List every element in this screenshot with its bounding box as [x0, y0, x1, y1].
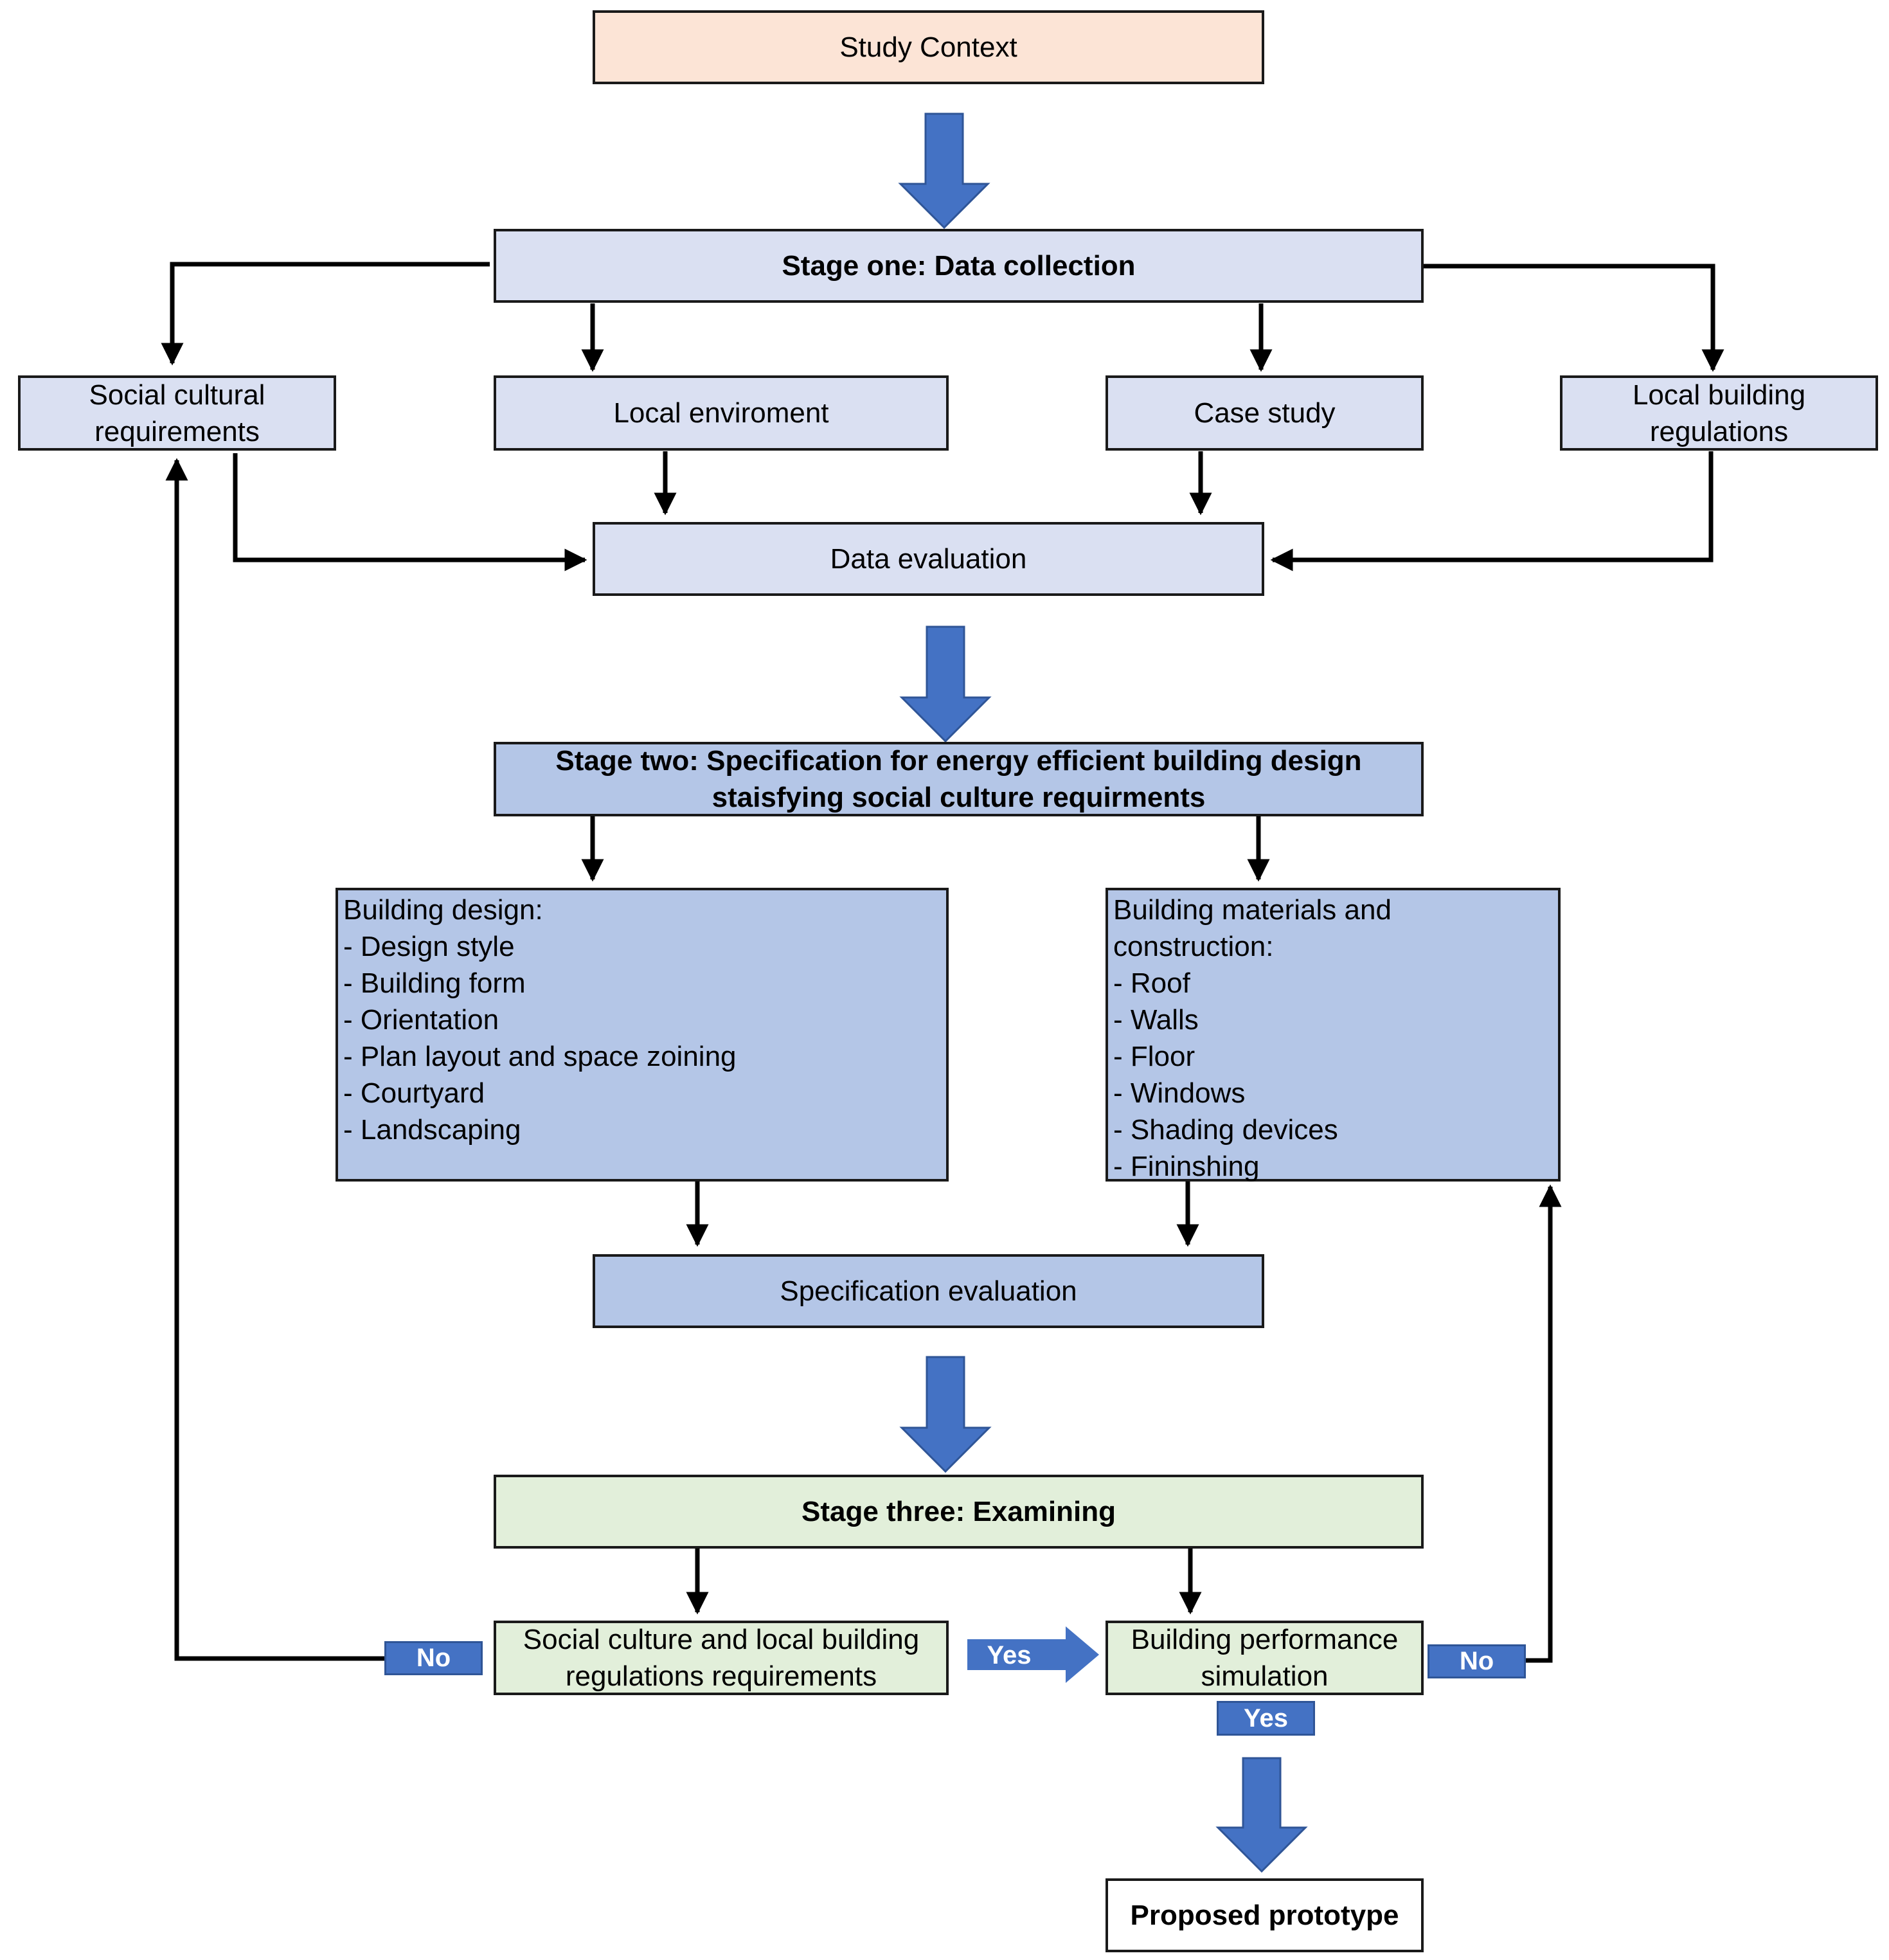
performance-simulation-box: Building performance simulation [1106, 1621, 1424, 1695]
connector-stage1-social [161, 262, 490, 366]
no-left-text: No [416, 1644, 451, 1672]
yes-middle-text: Yes [987, 1641, 1032, 1669]
no-label-right: No [1428, 1644, 1526, 1678]
building-materials-box: Building materials and construction: - R… [1106, 888, 1561, 1182]
case-study-box: Case study [1106, 375, 1424, 451]
building-materials-label: Building materials and construction: - R… [1113, 894, 1392, 1182]
connector-stage1-regulations [1422, 264, 1724, 372]
proposed-prototype-label: Proposed prototype [1130, 1900, 1399, 1931]
yes-label-middle: Yes [971, 1641, 1048, 1670]
performance-simulation-label: Building performance simulation [1131, 1624, 1399, 1692]
study-context-box: Study Context [593, 10, 1264, 84]
case-study-label: Case study [1194, 397, 1336, 429]
local-environment-label: Local enviroment [613, 397, 829, 429]
specification-evaluation-label: Specification evaluation [780, 1275, 1077, 1307]
flow-arrow-3 [899, 1356, 992, 1473]
no-right-text: No [1459, 1647, 1494, 1675]
connector-no-feedback-left [165, 458, 384, 1661]
connector-no-feedback-right [1524, 1184, 1562, 1663]
stage-two-box: Stage two: Specification for energy effi… [494, 742, 1424, 816]
stage-three-label: Stage three: Examining [801, 1496, 1116, 1527]
study-context-label: Study Context [839, 31, 1017, 63]
flow-arrow-2 [899, 625, 992, 743]
proposed-prototype-box: Proposed prototype [1106, 1878, 1424, 1952]
stage-one-box: Stage one: Data collection [494, 229, 1424, 303]
specification-evaluation-box: Specification evaluation [593, 1254, 1264, 1328]
local-environment-box: Local enviroment [494, 375, 949, 451]
local-building-regulations-box: Local building regulations [1560, 375, 1878, 451]
no-label-left: No [384, 1641, 483, 1675]
stage-two-label: Stage two: Specification for energy effi… [555, 745, 1362, 813]
social-culture-check-label: Social culture and local building regula… [523, 1624, 920, 1692]
stage-one-label: Stage one: Data collection [782, 250, 1136, 282]
connector-regulations-to-eval [1270, 451, 1714, 571]
local-building-regulations-label: Local building regulations [1632, 379, 1806, 447]
data-evaluation-label: Data evaluation [830, 543, 1027, 575]
data-evaluation-box: Data evaluation [593, 522, 1264, 596]
stage-three-box: Stage three: Examining [494, 1475, 1424, 1549]
social-cultural-label: Social cultural requirements [89, 379, 265, 447]
connector-social-to-eval [233, 453, 587, 571]
yes-label-bottom: Yes [1217, 1701, 1315, 1736]
flow-arrow-4 [1215, 1757, 1308, 1873]
yes-bottom-text: Yes [1244, 1704, 1288, 1732]
social-culture-check-box: Social culture and local building regula… [494, 1621, 949, 1695]
yes-arrow-horizontal [967, 1626, 1099, 1683]
building-design-label: Building design: - Design style - Buildi… [343, 894, 737, 1146]
social-cultural-box: Social cultural requirements [18, 375, 336, 451]
flow-arrow-1 [898, 112, 990, 229]
building-design-box: Building design: - Design style - Buildi… [336, 888, 949, 1182]
